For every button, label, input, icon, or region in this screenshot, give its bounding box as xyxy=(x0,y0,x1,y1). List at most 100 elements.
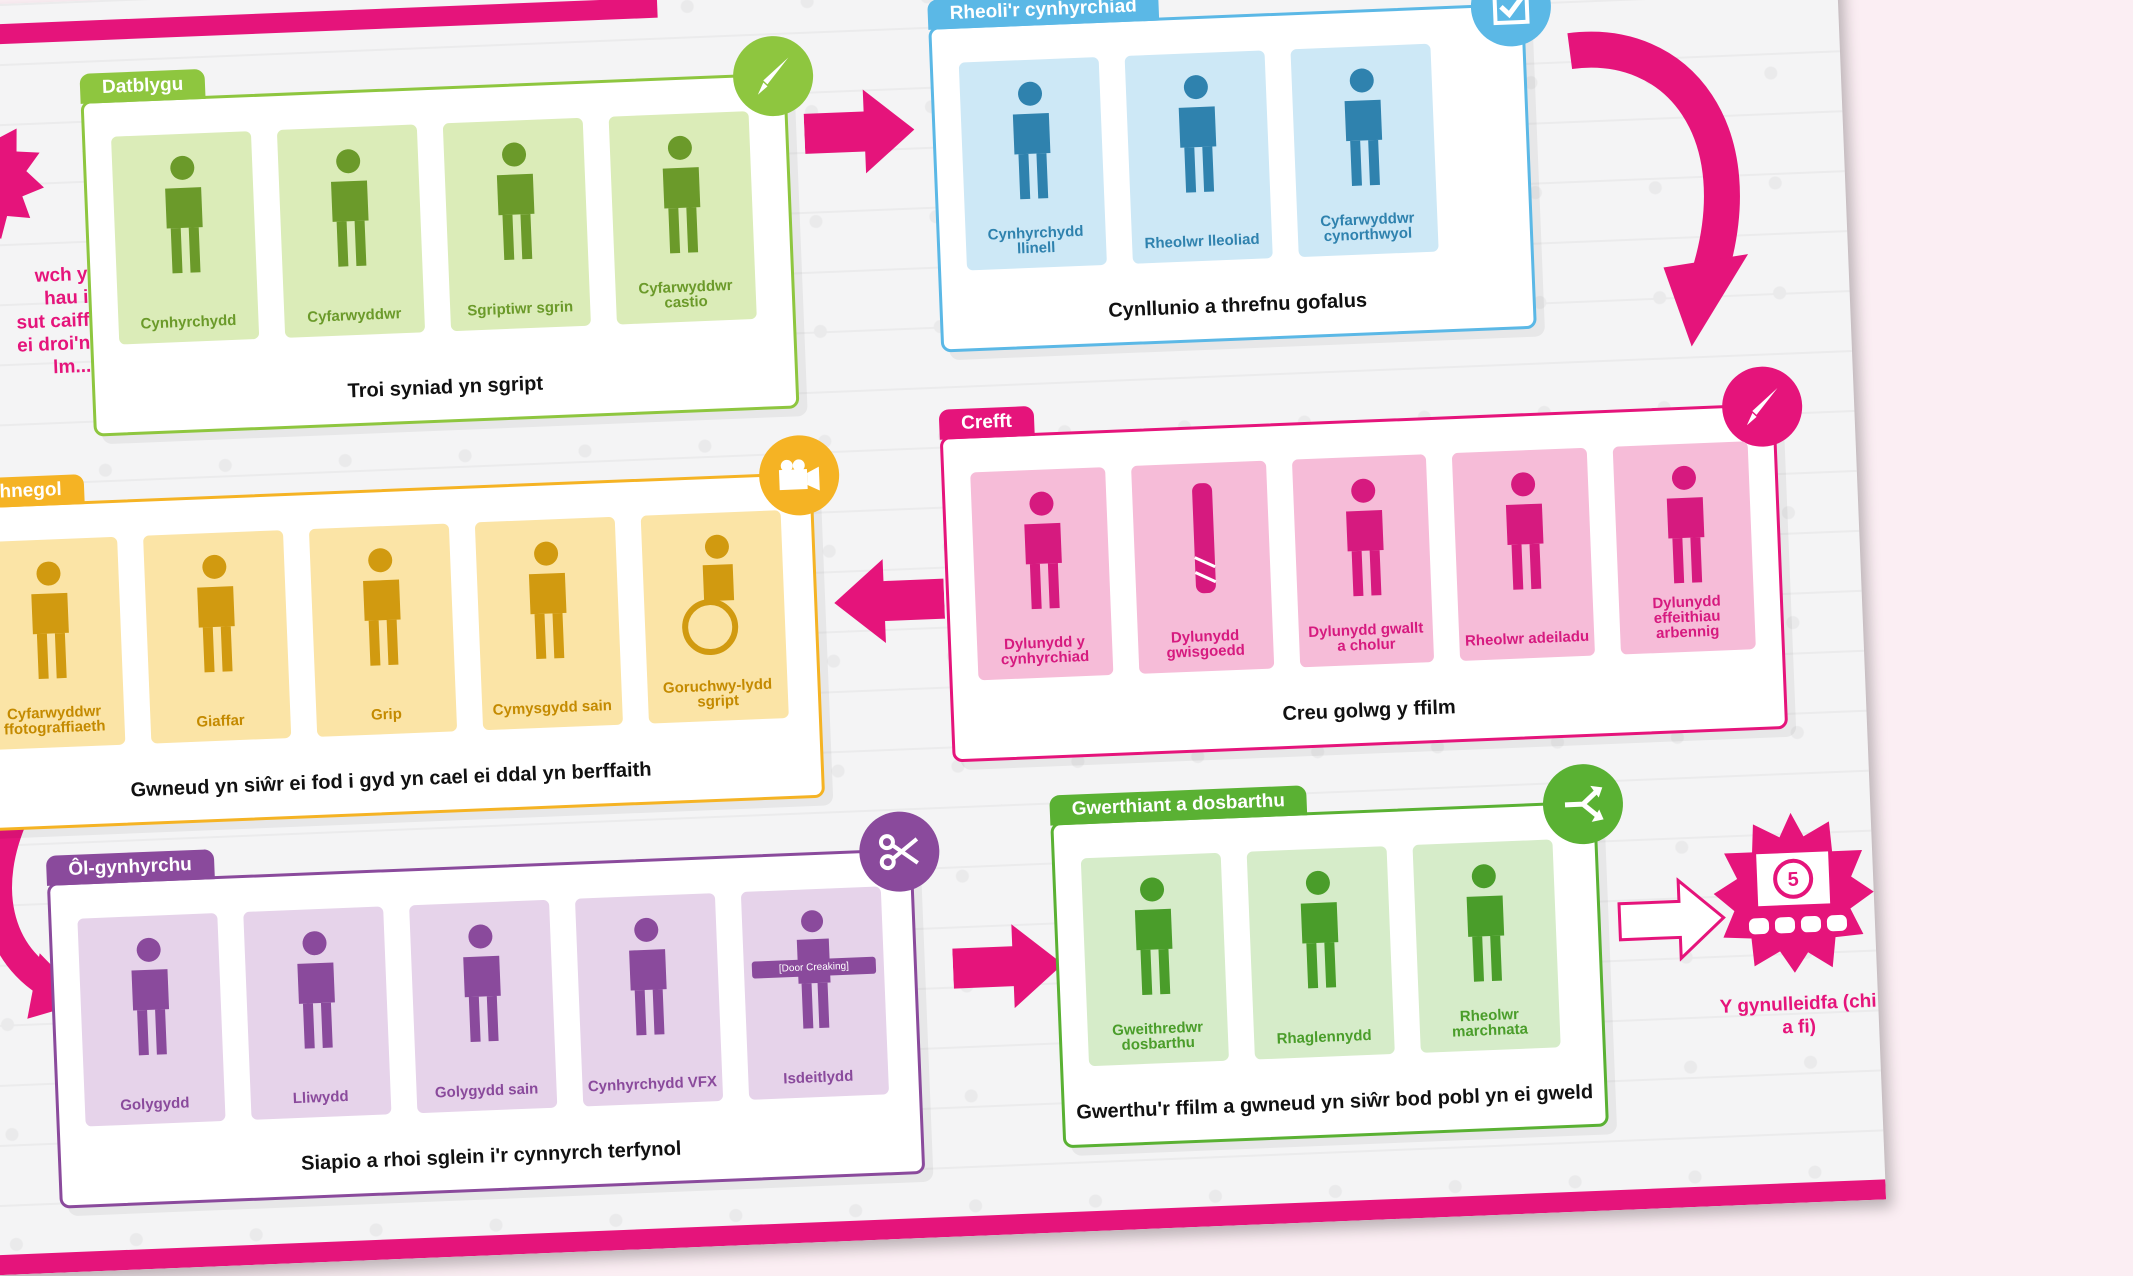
role-card: Rheolwr marchnata xyxy=(1412,839,1561,1053)
section-tab: Technegol xyxy=(0,474,85,510)
section-rheoli: Rheoli'r cynhyrchiad Cynhyrchydd llinell… xyxy=(927,0,1553,353)
countdown-icon xyxy=(1773,858,1814,899)
person-icon xyxy=(165,155,203,274)
person-icon xyxy=(629,917,667,1036)
curved-arrow-icon xyxy=(1567,31,1749,347)
role-card: Dylunydd gwallt a cholur xyxy=(1291,454,1435,668)
role-label: Sgriptiwr sgrin xyxy=(467,298,574,320)
role-card: Golygydd sain xyxy=(409,899,558,1114)
arrow-right-icon xyxy=(952,924,1063,1009)
role-card: Grip xyxy=(308,523,458,737)
role-card: Cynhyrchydd llinell xyxy=(958,57,1107,271)
paintbrush-icon xyxy=(1720,365,1804,449)
role-label: Cyfarwyddwr castio xyxy=(638,276,733,312)
role-label: Rhaglennydd xyxy=(1276,1026,1372,1048)
checkbox-icon xyxy=(1469,0,1553,48)
role-label: Golygydd xyxy=(119,1094,190,1115)
role-label: Dylunydd y cynhyrchiad xyxy=(1000,633,1090,669)
person-icon xyxy=(1024,491,1062,610)
role-label: Dylunydd gwisgoedd xyxy=(1166,626,1246,662)
section-caption: Gwerthu'r ffilm a gwneud yn siŵr bod pob… xyxy=(1075,1081,1594,1124)
role-card: Cynhyrchydd VFX xyxy=(574,893,724,1107)
person-icon xyxy=(528,541,567,660)
section-tab: Crefft xyxy=(938,405,1035,440)
person-icon xyxy=(1466,864,1505,982)
role-label: Goruchwy-lydd sgript xyxy=(662,675,773,711)
section-datblygu: Datblygu Cynhyrchydd Cyfarwyddwr Sgripti… xyxy=(79,34,815,437)
role-card: Dylunydd effeithiau arbennig xyxy=(1612,441,1756,655)
role-card: Giaffar xyxy=(143,530,292,744)
role-label: Rheolwr marchnata xyxy=(1451,1005,1529,1041)
role-label: Golygydd sain xyxy=(434,1080,539,1102)
section-crefft: Crefft Dylunydd y cynhyrchiad Dylunydd g… xyxy=(938,365,1804,763)
person-icon xyxy=(31,561,69,680)
section-technegol: Technegol Cyfarwyddwr ffotograffiaeth Gi… xyxy=(0,433,841,833)
role-card: Cymysgydd sain xyxy=(474,516,624,731)
section-caption: Siapio a rhoi sglein i'r cynnyrch terfyn… xyxy=(300,1137,682,1175)
audience-label: Y gynulleidfa (chi a fi) xyxy=(1719,990,1878,1039)
role-label: Cyfarwyddwr cynorthwyol xyxy=(1319,209,1415,246)
section-caption: Creu golwg y ffilm xyxy=(1282,696,1457,726)
scissors-icon xyxy=(857,810,941,894)
role-label: Cyfarwyddwr xyxy=(306,305,402,326)
role-label: Grip xyxy=(370,705,403,724)
idea-starburst xyxy=(0,119,44,240)
person-icon xyxy=(1345,478,1384,597)
countdown-number: 5 xyxy=(1787,869,1799,891)
share-arrows-icon xyxy=(1541,762,1625,846)
role-label: Giaffar xyxy=(196,711,246,731)
paintbrush-icon xyxy=(731,34,815,118)
section-ol-gynhyrchu: Ôl-gynhyrchu Golygydd Lliwydd Golygydd s… xyxy=(45,810,941,1209)
person-icon xyxy=(1178,75,1217,193)
role-card: Cynhyrchydd xyxy=(111,131,260,345)
person-icon xyxy=(297,931,335,1049)
role-card: Cyfarwyddwr castio xyxy=(608,111,757,325)
role-card: Dylunydd gwisgoedd xyxy=(1130,460,1274,674)
role-label: Lliwydd xyxy=(292,1087,349,1108)
person-icon xyxy=(363,548,401,666)
section-tab: Rheoli'r cynhyrchiad xyxy=(927,0,1160,30)
person-icon xyxy=(1666,465,1705,584)
arrow-right-outline-icon xyxy=(1617,877,1726,962)
role-card: Gweithredwr dosbarthu xyxy=(1080,852,1229,1067)
role-card: Rhaglennydd xyxy=(1246,846,1395,1060)
role-card: Rheolwr adeiladu xyxy=(1452,447,1596,661)
person-icon xyxy=(1012,81,1051,200)
person-icon xyxy=(330,149,369,267)
role-card: [Door Creaking]Isdeitlydd xyxy=(740,886,890,1100)
wheelchair-user-icon xyxy=(682,534,739,656)
role-card: Lliwydd xyxy=(243,906,392,1120)
person-icon xyxy=(1300,870,1339,989)
role-label: Cynhyrchydd xyxy=(140,311,237,333)
role-card: Cyfarwyddwr cynorthwyol xyxy=(1290,43,1439,258)
role-card: Goruchwy-lydd sgript xyxy=(640,510,789,724)
role-card: Dylunydd y cynhyrchiad xyxy=(970,467,1114,681)
role-label: Rheolwr lleoliad xyxy=(1144,230,1260,253)
role-card: Sgriptiwr sgrin xyxy=(442,117,591,332)
role-card: Cyfarwyddwr xyxy=(276,124,426,338)
role-label: Cynhyrchydd VFX xyxy=(587,1073,718,1096)
camera-icon xyxy=(757,433,841,517)
person-icon xyxy=(1344,68,1383,186)
section-caption: Cynllunio a threfnu gofalus xyxy=(1107,289,1368,322)
section-gwerthiant: Gwerthiant a dosbarthu Gweithredwr dosba… xyxy=(1049,762,1625,1149)
intro-line: lm... xyxy=(52,355,92,379)
intro-text: wch y hau i sut caiff ei droi'n lm... xyxy=(0,263,92,382)
arrow-left-icon xyxy=(834,559,946,644)
poster: wch y hau i sut caiff ei droi'n lm... Da… xyxy=(0,0,1887,1276)
role-label: Gweithredwr dosbarthu xyxy=(1111,1018,1204,1054)
section-tab: Ôl-gynhyrchu xyxy=(45,849,215,886)
person-icon xyxy=(1506,472,1544,590)
section-tab: Datblygu xyxy=(79,68,206,104)
role-label: Cymysgydd sain xyxy=(492,697,613,719)
role-label: Rheolwr adeiladu xyxy=(1464,627,1590,650)
person-icon xyxy=(662,135,701,254)
role-card: Rheolwr lleoliad xyxy=(1124,50,1273,264)
role-label: Cynhyrchydd llinell xyxy=(987,222,1084,258)
section-caption: Troi syniad yn sgript xyxy=(347,372,544,403)
person-icon xyxy=(131,937,170,1056)
dress-mannequin-icon xyxy=(1191,483,1217,594)
arrow-right-icon xyxy=(803,89,915,174)
role-card: Golygydd xyxy=(77,913,226,1127)
cinema-starburst: 5 xyxy=(1713,812,1874,973)
